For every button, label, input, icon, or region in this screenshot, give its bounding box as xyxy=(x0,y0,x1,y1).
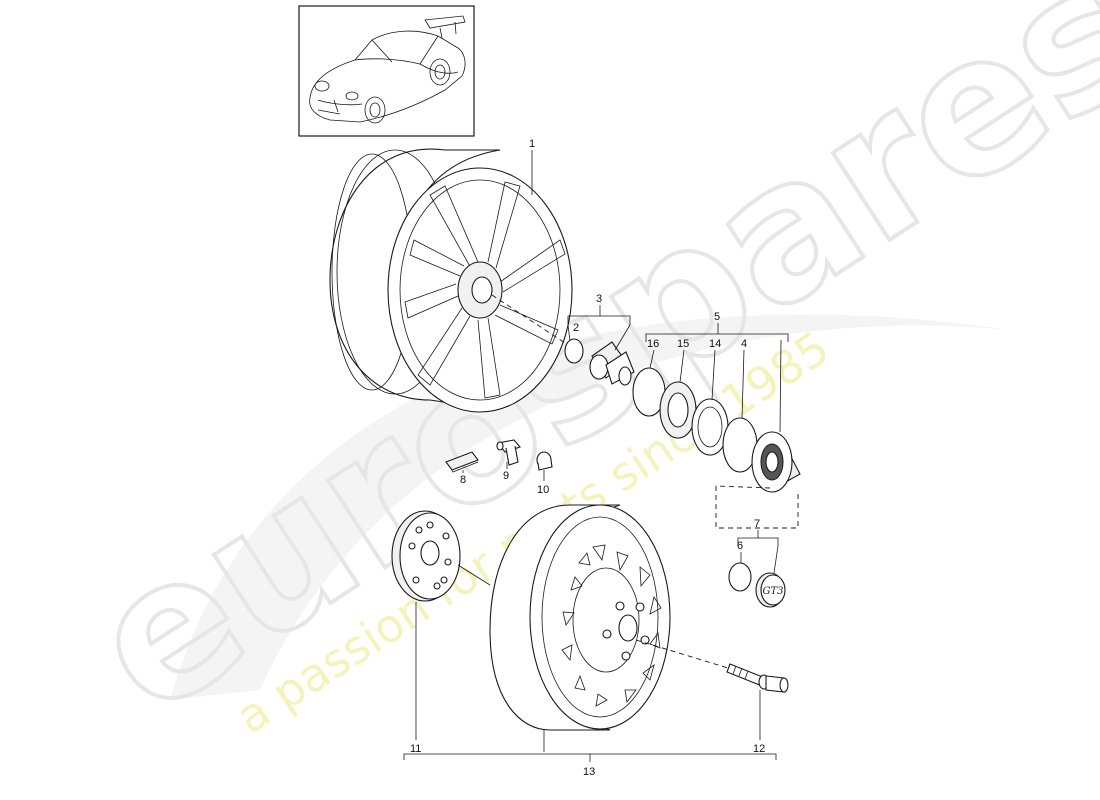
callout-11: 11 xyxy=(410,743,421,755)
callout-5: 5 xyxy=(714,311,720,323)
cap-o-ring xyxy=(728,562,752,592)
callout-14: 14 xyxy=(709,338,721,350)
balance-weight xyxy=(445,451,479,473)
center-cap-emblem: GT3 xyxy=(755,572,786,608)
central-lock-nut xyxy=(751,431,801,493)
car-thumbnail xyxy=(298,5,475,137)
wheel-axis-line xyxy=(491,294,569,346)
callout-1: 1 xyxy=(529,138,535,150)
o-ring-small xyxy=(564,338,584,364)
callout-7: 7 xyxy=(754,518,760,530)
callout-13: 13 xyxy=(583,766,595,778)
callout-9: 9 xyxy=(503,470,509,482)
callout-12: 12 xyxy=(753,743,765,755)
car-outline-icon xyxy=(309,15,466,124)
callout-3: 3 xyxy=(596,293,602,305)
tire-valve xyxy=(496,439,521,466)
gt3-emblem-text: GT3 xyxy=(762,586,783,597)
bolt-axis-line xyxy=(635,639,729,669)
valve-cap xyxy=(536,451,553,471)
hub-adapter xyxy=(589,341,635,386)
callout-16: 16 xyxy=(647,338,659,350)
alloy-wheel-spokes xyxy=(404,181,566,399)
wheel-spacer xyxy=(391,510,461,602)
alloy-wheel xyxy=(329,148,573,413)
callout-15: 15 xyxy=(677,338,689,350)
callout-leaders xyxy=(403,150,789,762)
bearing-washer xyxy=(659,381,697,439)
wheel-with-tire xyxy=(489,504,671,731)
thin-washer xyxy=(691,398,729,456)
callout-numbers: 1 2 3 4 5 6 7 8 9 10 11 12 13 14 15 16 xyxy=(410,138,765,778)
wheel-bolt xyxy=(726,663,789,693)
nut-to-cap-connector xyxy=(715,485,799,529)
callout-2: 2 xyxy=(573,322,579,334)
callout-4: 4 xyxy=(741,338,747,350)
spacer-leader xyxy=(457,564,491,586)
callout-6: 6 xyxy=(737,540,743,552)
watermark-swoosh xyxy=(170,314,1010,700)
callout-8: 8 xyxy=(460,474,466,486)
callout-10: 10 xyxy=(537,484,549,496)
